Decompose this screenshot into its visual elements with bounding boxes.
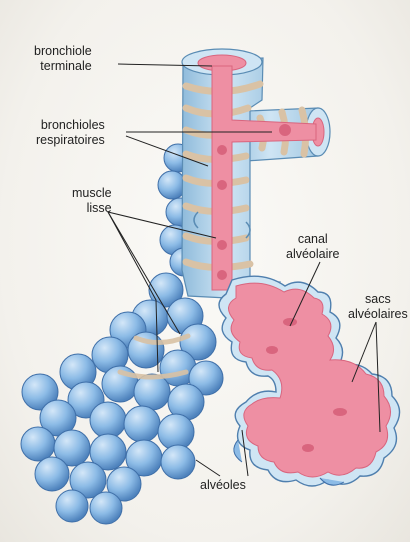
label-line: alvéoles xyxy=(200,478,246,493)
label-line: terminale xyxy=(34,59,92,74)
label-muscle-lisse: muscle lisse xyxy=(72,186,112,216)
label-line: respiratoires xyxy=(36,133,105,148)
label-line: alvéolaires xyxy=(348,307,408,322)
label-bronchiole-terminale: bronchiole terminale xyxy=(34,44,92,74)
bronchiole-tube xyxy=(182,49,330,300)
label-bronchioles-respiratoires: bronchioles respiratoires xyxy=(36,118,105,148)
label-line: muscle xyxy=(72,186,112,201)
label-line: bronchiole xyxy=(34,44,92,59)
label-line: canal xyxy=(286,232,340,247)
label-alveoles: alvéoles xyxy=(200,478,246,493)
label-sacs-alveolaires: sacs alvéolaires xyxy=(348,292,408,322)
label-line: bronchioles xyxy=(36,118,105,133)
label-line: lisse xyxy=(72,201,112,216)
label-canal-alveolaire: canal alvéolaire xyxy=(286,232,340,262)
label-line: sacs xyxy=(348,292,408,307)
label-line: alvéolaire xyxy=(286,247,340,262)
